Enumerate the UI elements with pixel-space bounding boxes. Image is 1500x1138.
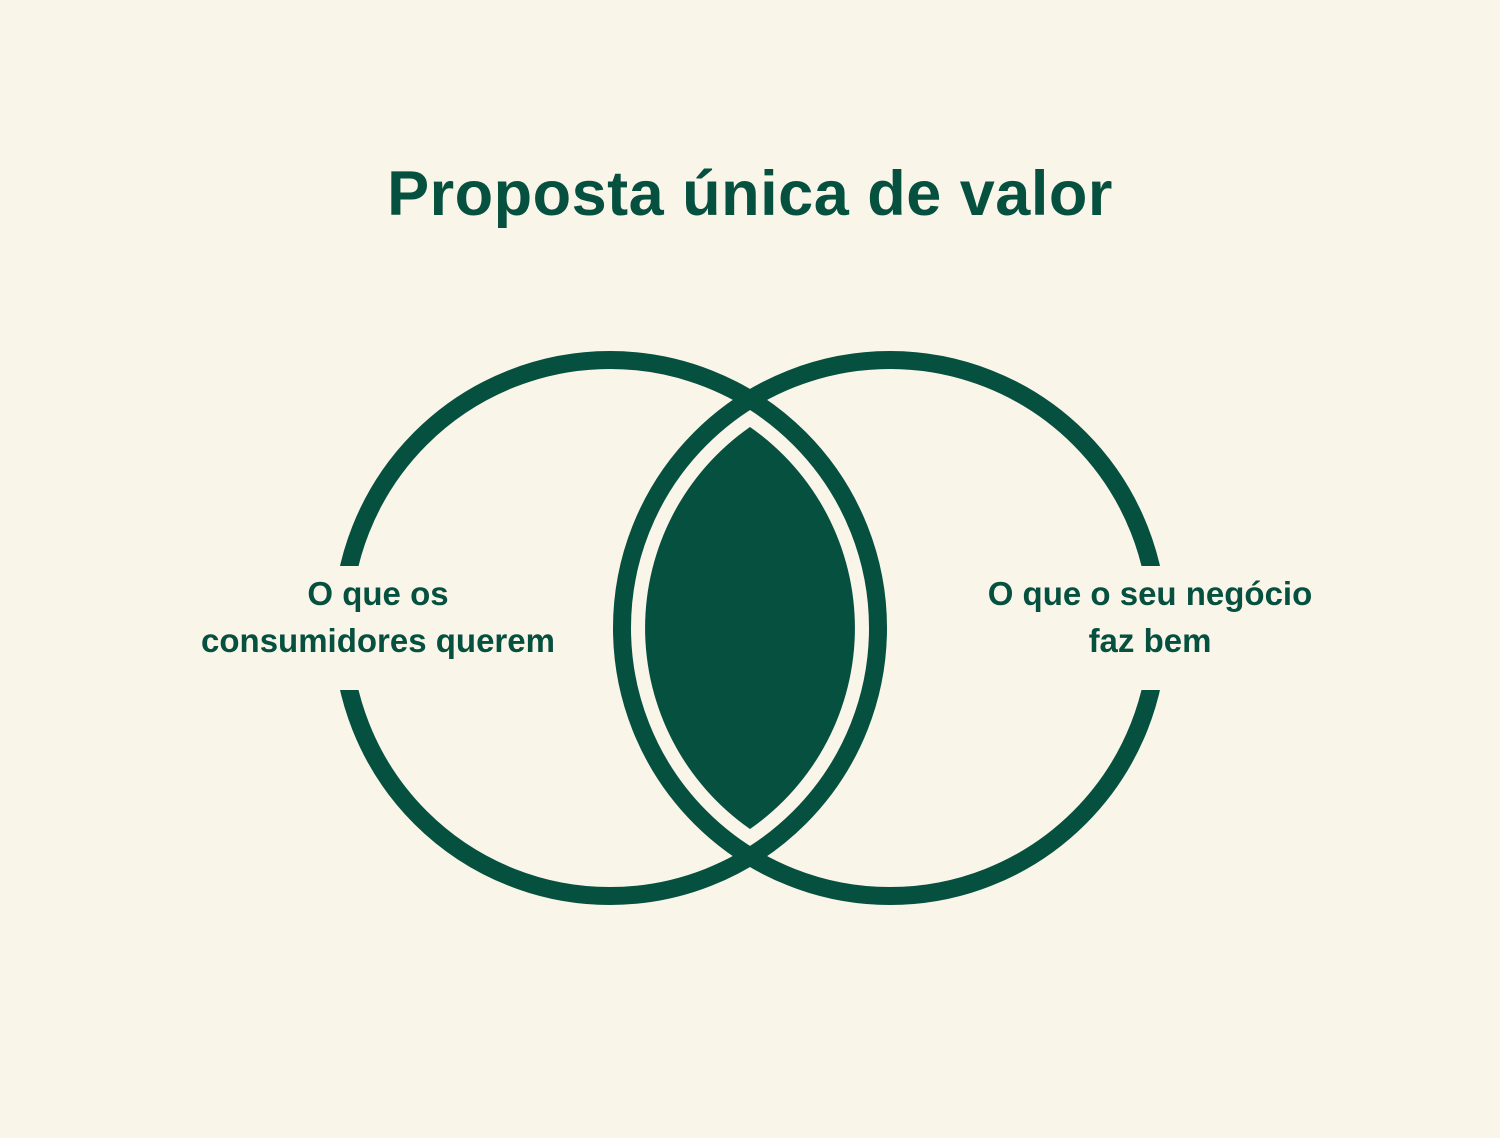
left-stroke-gap (318, 566, 370, 690)
right-circle-label-line1: O que o seu negócio (987, 575, 1313, 612)
intersection-lens (645, 427, 855, 829)
right-circle-label-line2: faz bem (1088, 622, 1212, 659)
left-circle-label: O que os consumidores querem (168, 570, 588, 664)
left-circle-label-line2: consumidores querem (201, 622, 555, 659)
right-circle-label: O que o seu negócio faz bem (940, 570, 1360, 664)
right-stroke-gap (1130, 566, 1182, 690)
left-circle-label-line1: O que os (307, 575, 449, 612)
page-title: Proposta única de valor (387, 159, 1113, 229)
